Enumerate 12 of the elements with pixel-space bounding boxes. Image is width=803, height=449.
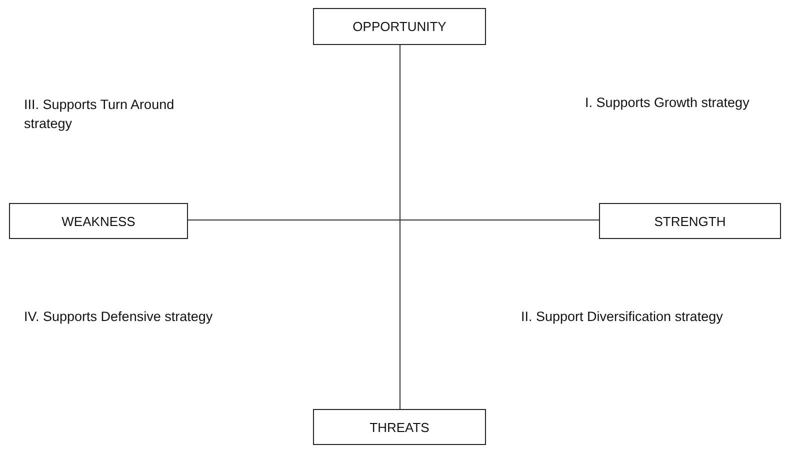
node-label: STRENGTH <box>654 214 726 228</box>
label-box <box>599 203 781 239</box>
label-box <box>313 409 486 445</box>
quadrant-note: III. Supports Turn Around strategy <box>24 96 176 133</box>
label-box <box>9 203 188 239</box>
label-box <box>313 8 486 45</box>
node-label: THREATS <box>370 420 430 434</box>
node-label: OPPORTUNITY <box>352 19 446 34</box>
node-label: WEAKNESS <box>62 214 136 228</box>
quadrant-note: I. Supports Growth strategy <box>585 94 750 112</box>
quadrant-note: IV. Supports Defensive strategy <box>24 308 213 326</box>
quadrant-note: II. Support Diversification strategy <box>521 308 723 326</box>
